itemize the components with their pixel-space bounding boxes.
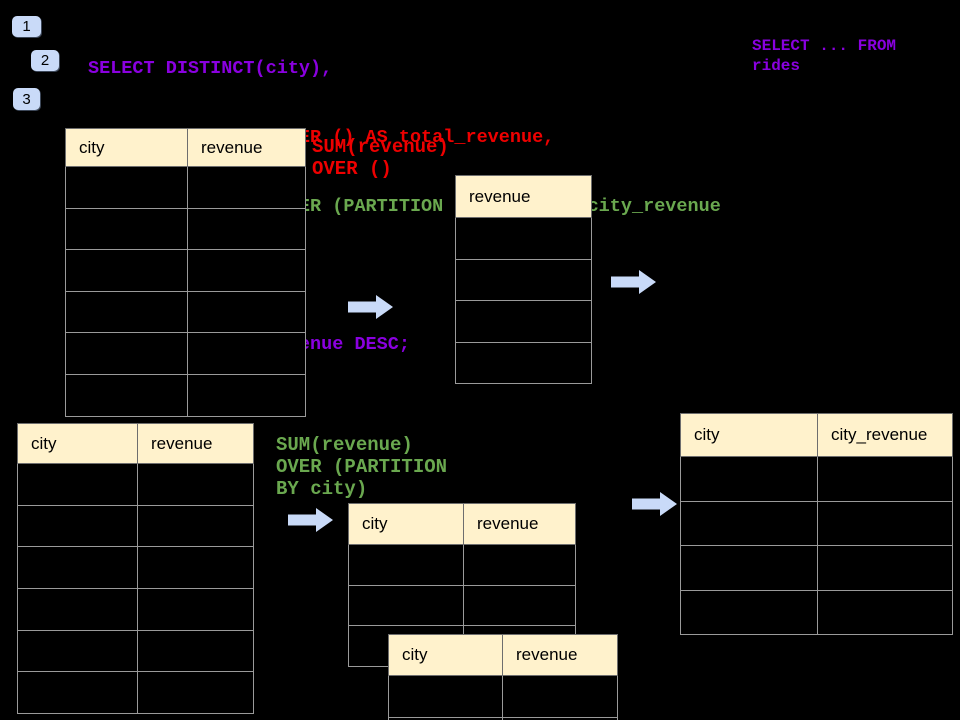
table-cell xyxy=(502,716,618,720)
table-cell xyxy=(680,545,818,591)
arrow-right-icon xyxy=(348,295,393,319)
column-header-city: city xyxy=(348,503,464,545)
column-header-city: city xyxy=(65,128,188,167)
table-cell xyxy=(187,373,306,417)
table-cell xyxy=(680,456,818,502)
annotation-total-over: SUM(revenue) OVER () xyxy=(312,136,449,180)
flow-arrow-3 xyxy=(288,508,333,537)
arrow-right-icon xyxy=(288,508,333,532)
table-cell xyxy=(388,675,503,718)
table-cell xyxy=(455,300,592,343)
table-cell xyxy=(348,584,464,626)
table-cell xyxy=(65,207,188,251)
table-cell xyxy=(17,463,138,506)
step-badge-1: 1 xyxy=(12,16,41,37)
table-cell xyxy=(187,207,306,251)
table-cell xyxy=(137,463,254,506)
table-cell xyxy=(187,166,306,209)
table-cell xyxy=(455,217,592,260)
step-badge-2: 2 xyxy=(31,50,59,71)
table-cell xyxy=(137,546,254,590)
flow-arrow-2 xyxy=(611,270,656,299)
source-table-bottom: city revenue xyxy=(17,423,254,715)
table-cell xyxy=(455,341,592,384)
table-cell xyxy=(817,500,953,546)
column-header-revenue: revenue xyxy=(502,634,618,676)
table-cell xyxy=(817,456,953,502)
table-cell xyxy=(680,589,818,635)
table-cell xyxy=(17,546,138,590)
table-cell xyxy=(65,373,188,417)
table-cell xyxy=(463,544,576,586)
table-cell xyxy=(65,166,188,209)
arrow-right-icon xyxy=(632,492,677,516)
column-header-city-revenue: city_revenue xyxy=(817,413,953,457)
table-cell xyxy=(65,290,188,334)
total-revenue-table: revenue xyxy=(455,175,592,384)
sql-line-select: SELECT DISTINCT(city), xyxy=(88,58,333,79)
flow-arrow-4 xyxy=(632,492,677,521)
partition-table-b: city revenue xyxy=(388,634,618,720)
table-cell xyxy=(187,249,306,292)
arrow-right-icon xyxy=(611,270,656,294)
table-cell xyxy=(17,588,138,631)
column-header-revenue: revenue xyxy=(463,503,576,545)
table-cell xyxy=(455,258,592,301)
table-cell xyxy=(17,504,138,548)
table-cell xyxy=(187,290,306,334)
table-cell xyxy=(17,671,138,715)
column-header-city: city xyxy=(388,634,503,676)
table-cell xyxy=(65,249,188,292)
table-cell xyxy=(680,500,818,546)
table-cell xyxy=(65,332,188,375)
column-header-city: city xyxy=(17,423,138,464)
column-header-revenue: revenue xyxy=(455,175,592,218)
annotation-partition-over: SUM(revenue) OVER (PARTITION BY city) xyxy=(276,434,448,500)
table-cell xyxy=(817,545,953,591)
step-badge-3: 3 xyxy=(13,88,40,110)
column-header-city: city xyxy=(680,413,818,457)
table-cell xyxy=(187,332,306,375)
table-cell xyxy=(137,588,254,631)
table-cell xyxy=(137,671,254,715)
table-cell xyxy=(17,629,138,673)
column-header-revenue: revenue xyxy=(187,128,306,167)
flow-arrow-1 xyxy=(348,295,393,324)
side-code-note: SELECT ... FROM rides xyxy=(752,37,897,75)
column-header-revenue: revenue xyxy=(137,423,254,464)
table-cell xyxy=(463,584,576,626)
table-cell xyxy=(137,629,254,673)
source-table-top: city revenue xyxy=(65,128,306,417)
table-cell xyxy=(348,544,464,586)
table-cell xyxy=(502,675,618,718)
table-cell xyxy=(817,589,953,635)
city-revenue-table: city city_revenue xyxy=(680,413,953,635)
table-cell xyxy=(137,504,254,548)
